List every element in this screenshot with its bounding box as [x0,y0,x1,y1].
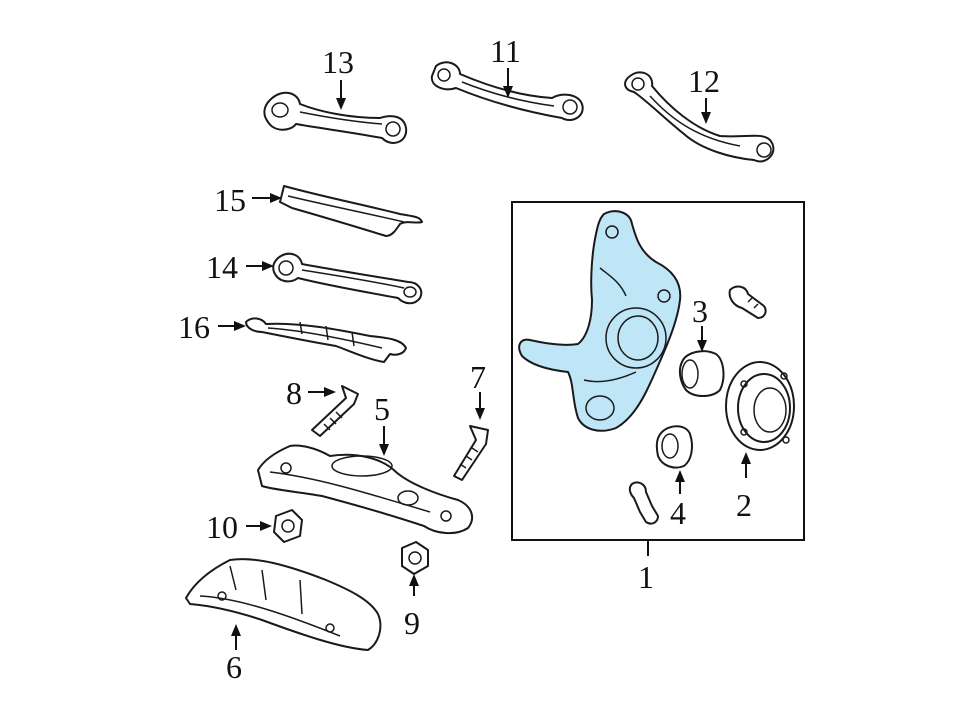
callout-4-arrow [675,470,685,494]
callout-11: 11 [490,33,521,69]
part-1-group-box [511,201,805,541]
part-7-bolt [453,425,489,481]
callout-10: 10 [206,509,238,545]
callout-7-arrow [475,392,485,420]
part-15-cover [279,185,423,237]
callout-1: 1 [638,559,654,595]
part-13-control-arm [263,91,408,144]
callout-5-arrow [379,426,389,456]
part-9-nut [401,541,429,575]
callout-5: 5 [374,391,390,427]
callout-11-arrow [503,68,513,98]
callout-13-arrow [336,80,346,110]
callout-2-arrow [741,452,751,478]
hub-bolt [728,285,767,319]
callout-13: 13 [322,44,354,80]
part-4-bushing [655,425,693,469]
part-10-nut [273,509,303,543]
part-14-arm [272,252,423,305]
callout-4: 4 [670,495,686,531]
callout-16-arrow [218,321,246,331]
part-16-shield [245,317,407,363]
callout-3: 3 [692,293,708,329]
callout-10-arrow [246,521,272,531]
callout-3-arrow [697,326,707,352]
callout-15-arrow [252,193,282,203]
callout-14-arrow [246,261,274,271]
callout-15: 15 [214,182,246,218]
part-12-control-arm [624,71,775,163]
callout-8: 8 [286,375,302,411]
callout-12: 12 [688,63,720,99]
callout-6: 6 [226,649,242,685]
part-8-bolt [311,385,359,437]
callout-12-arrow [701,98,711,124]
callout-6-arrow [231,624,241,650]
knuckle-highlighted [518,210,682,432]
callout-8-arrow [308,387,336,397]
callout-2: 2 [736,487,752,523]
callout-9-arrow [409,574,419,596]
callout-14: 14 [206,249,238,285]
sensor-clip [628,481,659,525]
callout-9: 9 [404,605,420,641]
callout-7: 7 [470,359,486,395]
part-6-shield [185,558,382,651]
part-3-bushing [678,350,725,397]
part-2-hub-bearing [725,361,795,451]
callout-16: 16 [178,309,210,345]
part-5-lower-arm [257,444,474,534]
